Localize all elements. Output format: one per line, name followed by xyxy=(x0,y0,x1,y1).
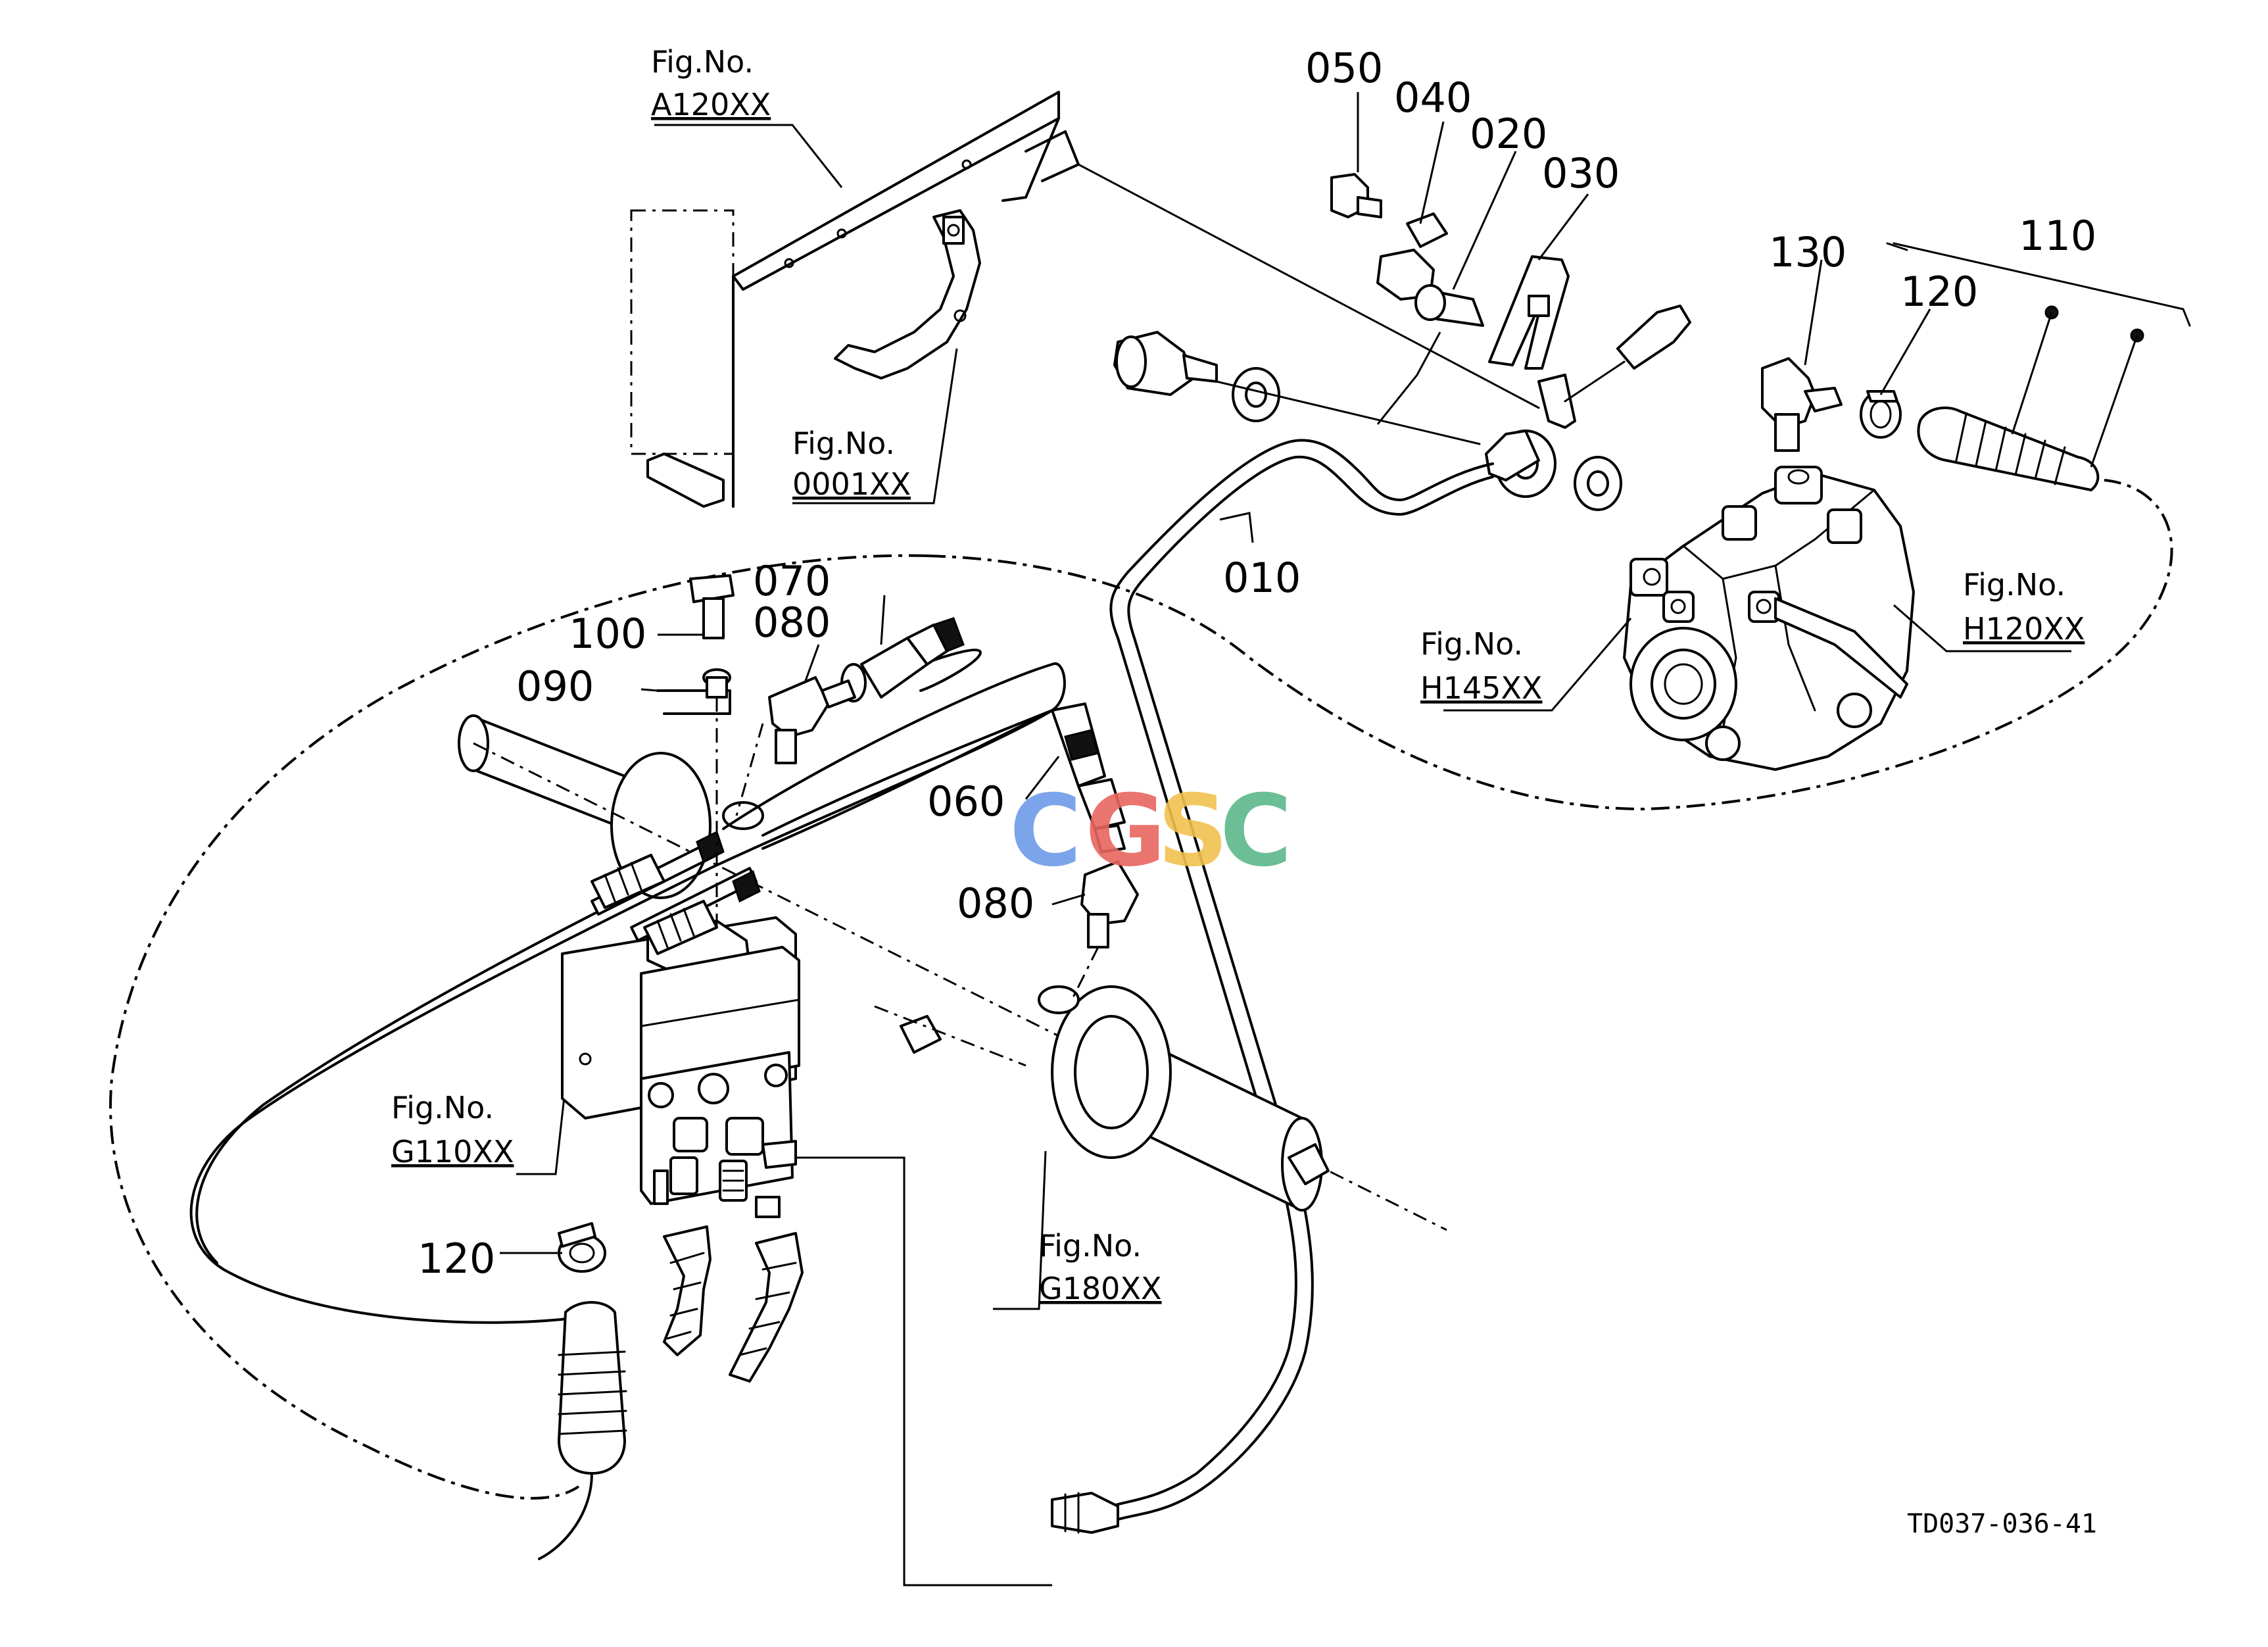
hydraulic-pump xyxy=(1623,466,1915,771)
callout-030: 030 xyxy=(1542,149,1620,197)
callout-050: 050 xyxy=(1305,44,1383,92)
callout-100: 100 xyxy=(569,610,646,658)
callout-020: 020 xyxy=(1470,110,1547,158)
fig-ref-a120: A120XX xyxy=(651,87,771,122)
fig-ref-0001: 0001XX xyxy=(792,466,911,502)
callout-120-lower: 120 xyxy=(418,1235,495,1283)
fig-label-g180: Fig.No. xyxy=(1039,1228,1142,1264)
callout-080-lower: 080 xyxy=(957,879,1034,927)
fig-label-h120: Fig.No. xyxy=(1963,567,2065,602)
fig-ref-h145: H145XX xyxy=(1420,670,1542,706)
fig-label-h145: Fig.No. xyxy=(1420,626,1523,662)
drain-hose-parts xyxy=(1761,242,2191,491)
lower-hose-parts xyxy=(538,1222,804,1560)
hydraulic-pipe-010 xyxy=(1051,439,1494,1534)
fig-ref-g110: G110XX xyxy=(391,1134,514,1169)
frame-assembly xyxy=(630,91,1080,508)
watermark-logo: C G S C xyxy=(1009,774,1292,889)
callout-040: 040 xyxy=(1394,74,1472,122)
callout-130: 130 xyxy=(1769,228,1846,276)
callout-110: 110 xyxy=(2019,212,2096,260)
callout-070: 070 xyxy=(753,557,831,605)
watermark-letter-2: G xyxy=(1085,774,1166,889)
steering-cylinder xyxy=(458,714,1447,1231)
linkage-parts xyxy=(1077,163,1691,429)
fig-label-0001: Fig.No. xyxy=(792,426,895,461)
callout-060: 060 xyxy=(927,777,1005,825)
fig-ref-h120: H120XX xyxy=(1963,611,2085,647)
callout-120-top: 120 xyxy=(1900,268,1978,316)
callout-090: 090 xyxy=(516,662,594,710)
watermark-letter-1: C xyxy=(1009,774,1082,889)
fig-label-a120: Fig.No. xyxy=(651,44,754,80)
callout-080-upper: 080 xyxy=(753,599,831,647)
callout-010: 010 xyxy=(1223,554,1301,602)
fig-label-g110: Fig.No. xyxy=(391,1090,494,1125)
watermark-letter-4: C xyxy=(1220,774,1292,889)
watermark-letter-3: S xyxy=(1157,774,1228,889)
drawing-code: TD037-036-41 xyxy=(1907,1509,2097,1539)
hoses xyxy=(189,574,1139,1324)
fig-ref-g180: G180XX xyxy=(1039,1271,1161,1306)
valve-block xyxy=(561,916,1052,1586)
swivel-fittings xyxy=(1113,331,1622,511)
